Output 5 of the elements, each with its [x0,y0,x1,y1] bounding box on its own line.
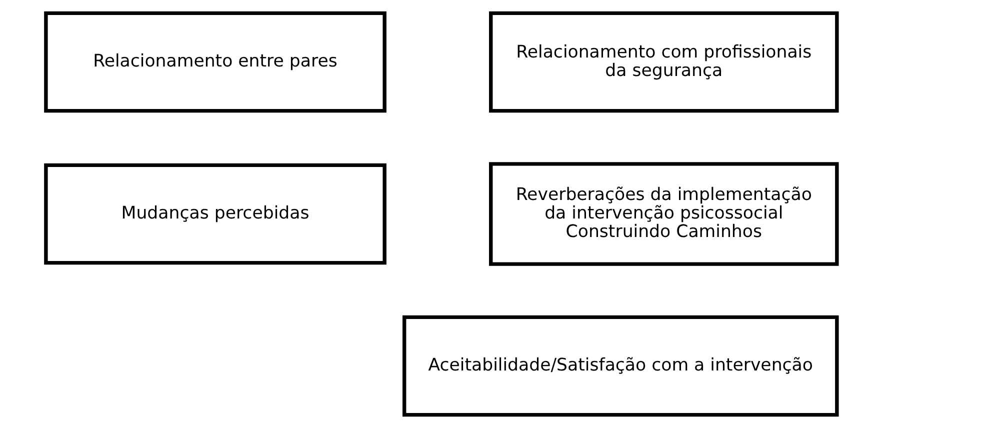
node-box: Reverberações da implementação da intervenção psicossocial Construindo Caminhos [488,162,838,266]
node-box: Relacionamento entre pares [44,11,386,113]
node-box: Mudanças percebidas [44,163,386,265]
node-box: Aceitabilidade/Satisfação com a intervenção [402,315,838,417]
node-box: Relacionamento com profissionais da segurança [488,11,838,113]
